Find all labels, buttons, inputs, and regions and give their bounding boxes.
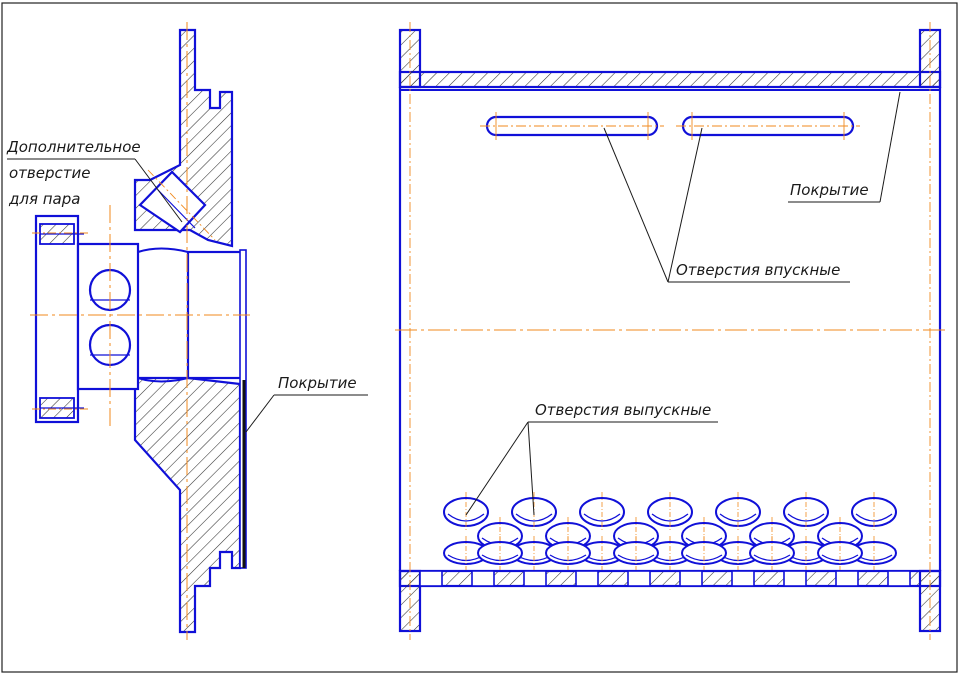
outlet-hole-6 — [783, 492, 829, 532]
outlet-hole-3 — [579, 492, 625, 532]
bottom-opening — [523, 570, 547, 587]
outlet-hole-24 — [681, 536, 727, 570]
top-wall — [398, 70, 942, 89]
inlet-holes-label: Отверстия впускные — [676, 261, 840, 279]
bottom-opening — [679, 570, 703, 587]
outlet-holes-group — [443, 492, 897, 570]
left-section-view: Дополнительное отверстие для пара Покрыт… — [6, 22, 368, 640]
outlet-hole-20 — [851, 536, 897, 570]
bottom-opening — [783, 570, 807, 587]
extra-hole-label-3: для пара — [8, 190, 80, 208]
bottom-wall-openings — [419, 570, 911, 587]
nozzle-flange — [34, 214, 80, 424]
bottom-opening — [471, 570, 495, 587]
bottom-opening — [887, 570, 911, 587]
steam-hole-channel — [138, 170, 207, 234]
bottom-opening — [835, 570, 859, 587]
extra-hole-label-2: отверстие — [9, 164, 90, 182]
bottom-opening — [419, 570, 443, 587]
outlet-hole-25 — [749, 536, 795, 570]
outlet-hole-23 — [613, 536, 659, 570]
outlet-holes-label: Отверстия выпускные — [535, 401, 711, 419]
outlet-hole-4 — [647, 492, 693, 532]
outlet-hole-5 — [715, 492, 761, 532]
right-vessel-view: Покрытие Отверстия впускные Отверстия вы… — [395, 22, 946, 640]
outlet-hole-26 — [817, 536, 863, 570]
extra-hole-label-1: Дополнительное — [6, 138, 141, 156]
bottom-opening — [731, 570, 755, 587]
coating-label-right: Покрытие — [790, 181, 869, 199]
outlet-hole-1 — [443, 492, 489, 532]
outlet-hole-22 — [545, 536, 591, 570]
outlet-hole-7 — [851, 492, 897, 532]
outlet-hole-21 — [477, 536, 523, 570]
bottom-opening — [627, 570, 651, 587]
bottom-opening — [575, 570, 599, 587]
coating-label-left: Покрытие — [278, 374, 357, 392]
nozzle-body — [76, 242, 140, 391]
